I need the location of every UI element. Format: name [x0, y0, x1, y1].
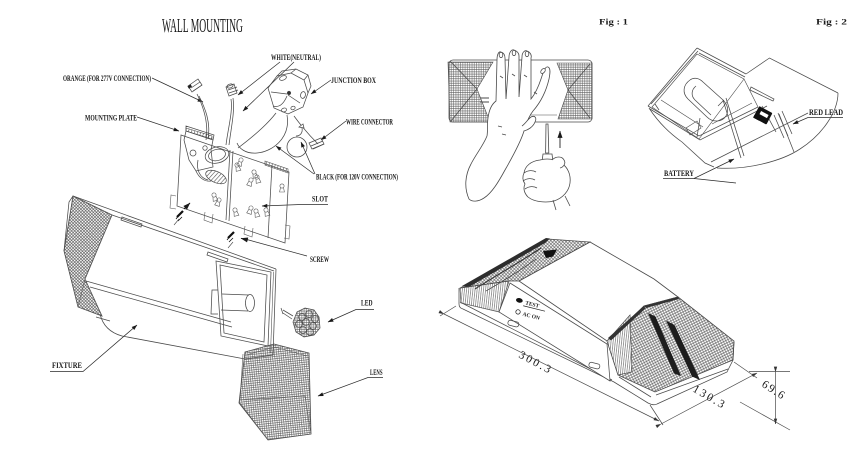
svg-text:RED LEAD: RED LEAD: [809, 108, 843, 117]
svg-text:LENS: LENS: [370, 368, 383, 377]
svg-text:SLOT: SLOT: [312, 195, 328, 204]
svg-text:JUNCTION BOX: JUNCTION BOX: [331, 76, 376, 85]
svg-text:WHITE(NEUTRAL): WHITE(NEUTRAL): [271, 53, 321, 62]
svg-text:BLACK (FOR 120V CONNECTION): BLACK (FOR 120V CONNECTION): [316, 173, 398, 182]
svg-text:BATTERY: BATTERY: [664, 169, 694, 178]
svg-text:WALL MOUNTING: WALL MOUNTING: [162, 16, 243, 37]
svg-text:TEST: TEST: [525, 301, 540, 310]
svg-text:Fig : 2: Fig : 2: [816, 18, 847, 27]
svg-text:ORANGE (FOR 277V CONNECTION): ORANGE (FOR 277V CONNECTION): [63, 74, 151, 83]
svg-text:WIRE CONNECTOR: WIRE CONNECTOR: [346, 118, 393, 127]
svg-text:FIXTURE: FIXTURE: [52, 361, 82, 370]
svg-text:MOUNTING PLATE: MOUNTING PLATE: [85, 114, 137, 123]
svg-text:Fig : 1: Fig : 1: [599, 18, 628, 27]
svg-text:SCREW: SCREW: [310, 255, 329, 264]
svg-text:LED: LED: [361, 299, 373, 308]
